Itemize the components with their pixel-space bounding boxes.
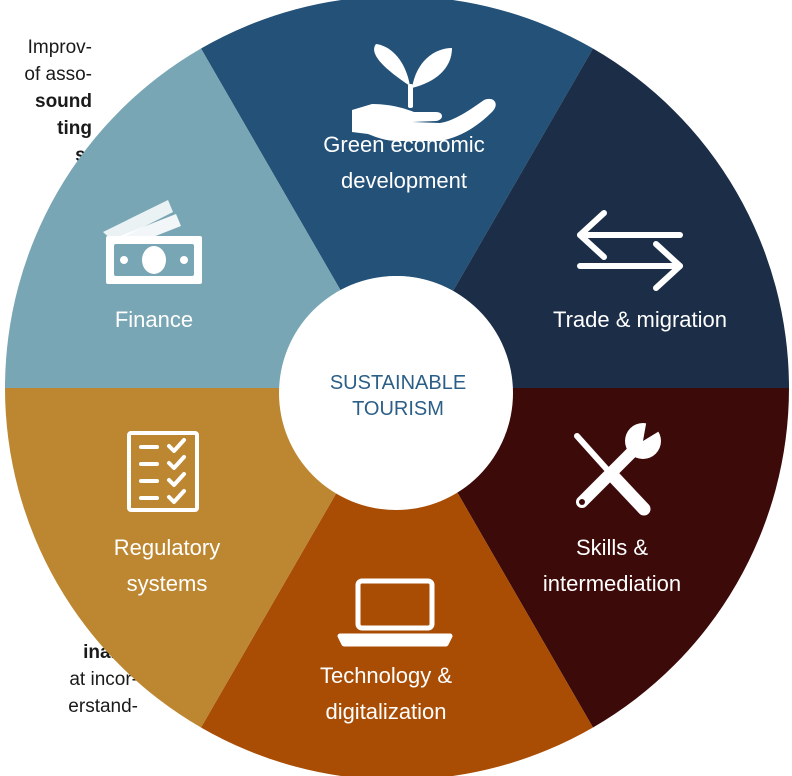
center-title: SUSTAINABLE TOURISM — [330, 372, 466, 420]
segment-skills-intermediation — [453, 388, 789, 728]
background-text-line: sound — [35, 91, 92, 112]
segment-label-line: Trade & migration — [553, 307, 727, 332]
segment-green-economic-development — [201, 0, 593, 292]
segment-trade-migration — [453, 48, 789, 389]
segment-label-line: Skills & — [576, 535, 648, 560]
segment-label-trade-migration: Trade & migration — [553, 307, 727, 332]
segment-label-technology-digitalization: Technology & digitalization — [320, 663, 452, 724]
segment-label-line: Green economic — [323, 132, 484, 157]
segment-label-line: Regulatory — [114, 535, 220, 560]
center-circle — [279, 276, 513, 510]
segment-label-line: intermediation — [543, 571, 681, 596]
plant-in-hand-icon — [352, 44, 496, 141]
background-text-line: of asso- — [24, 64, 92, 85]
segment-regulatory-systems — [5, 388, 341, 728]
center-title-line: TOURISM — [352, 398, 444, 420]
center-title-line: SUSTAINABLE — [330, 372, 466, 394]
segment-label-line: digitalization — [325, 699, 446, 724]
segment-label-green-economic-development: Green economic development — [323, 132, 484, 193]
segment-label-line: development — [341, 168, 467, 193]
segment-label-line: Technology & — [320, 663, 452, 688]
segment-label-line: systems — [127, 571, 208, 596]
checklist-icon — [127, 431, 199, 512]
money-icon — [103, 200, 202, 284]
segment-label-finance: Finance — [115, 307, 193, 332]
segment-label-line: Finance — [115, 307, 193, 332]
background-text-line: erstand- — [68, 696, 138, 717]
background-text-top: Improv- of asso- sound ting s- — [0, 34, 92, 169]
segment-label-regulatory-systems: Regulatory systems — [114, 535, 220, 596]
background-text-line: ting — [57, 118, 92, 139]
background-text-line: at incor- — [69, 669, 138, 690]
segment-label-skills-intermediation: Skills & intermediation — [543, 535, 681, 596]
laptop-icon — [337, 578, 453, 647]
background-text-line: Improv- — [27, 37, 92, 58]
tools-icon — [574, 413, 666, 516]
arrows-exchange-icon — [577, 210, 683, 291]
